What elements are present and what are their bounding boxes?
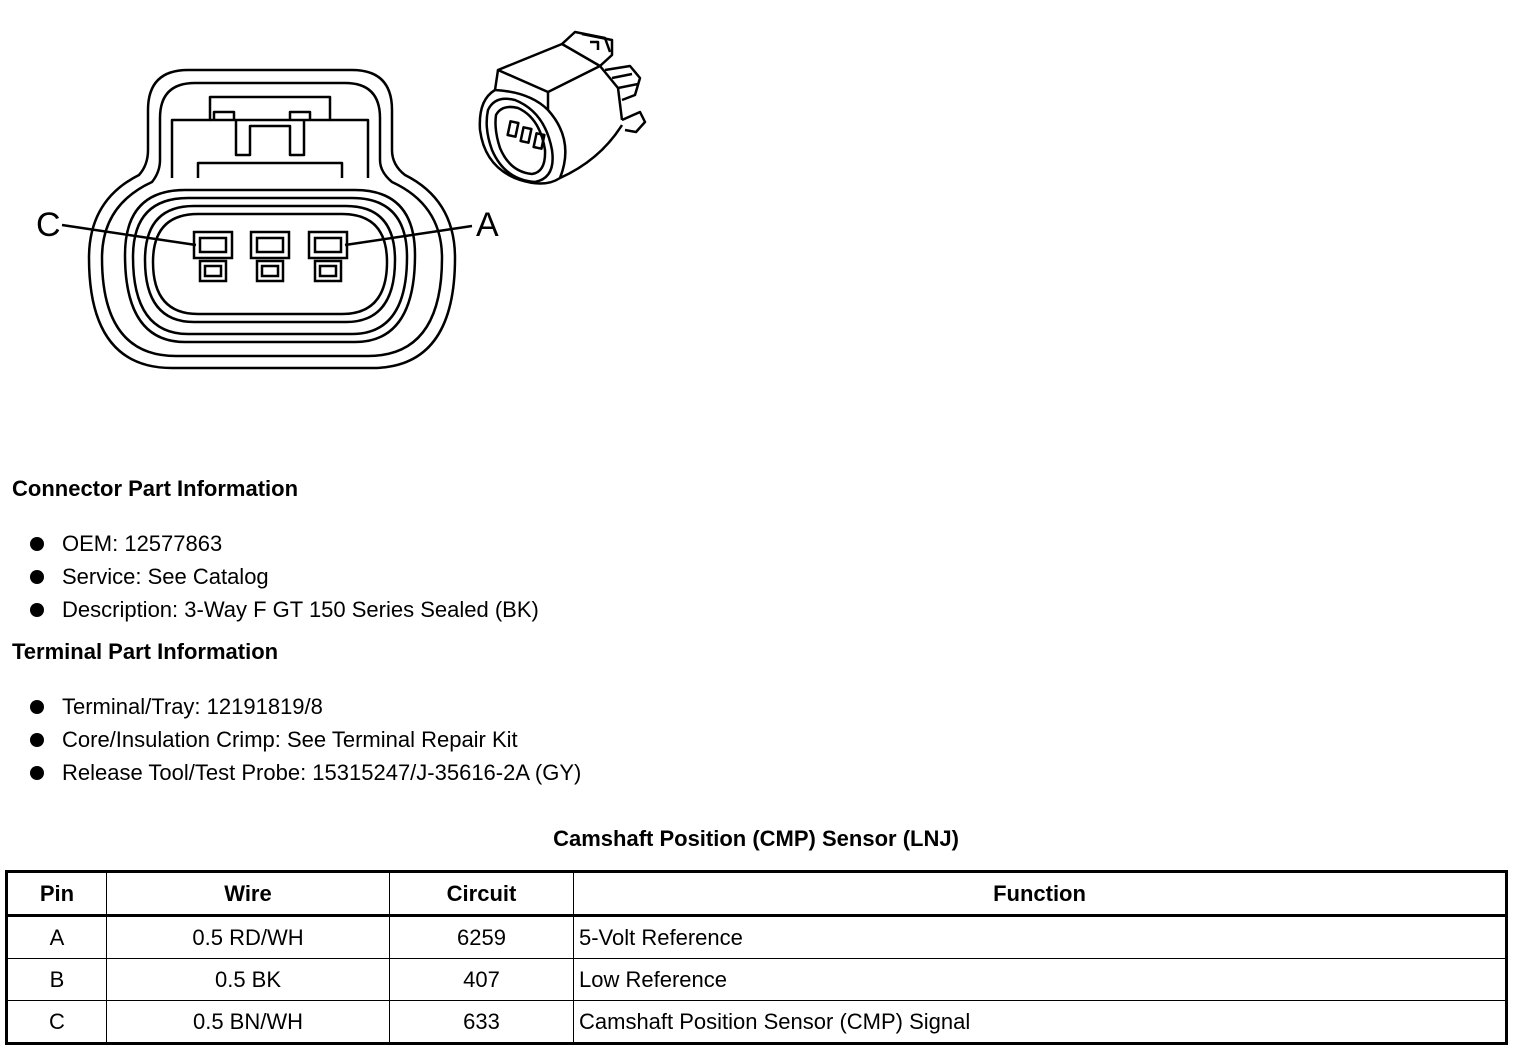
- pin-label-c: C: [36, 206, 61, 244]
- connector-diagram: C A: [36, 30, 647, 370]
- list-item: OEM: 12577863: [28, 527, 539, 560]
- connector-face-view: [87, 68, 457, 370]
- pin-label-a: A: [476, 206, 499, 244]
- list-item: Core/Insulation Crimp: See Terminal Repa…: [28, 723, 581, 756]
- leader-line-a: [344, 224, 473, 247]
- list-item: Service: See Catalog: [28, 560, 539, 593]
- list-item: Description: 3-Way F GT 150 Series Seale…: [28, 593, 539, 626]
- table-title: Camshaft Position (CMP) Sensor (LNJ): [553, 826, 959, 851]
- cavity-b: [249, 230, 291, 283]
- column-header-pin: Pin: [6, 871, 107, 917]
- table-row: A 0.5 RD/WH 6259 5-Volt Reference: [6, 915, 1507, 959]
- list-item: Release Tool/Test Probe: 15315247/J-3561…: [28, 756, 581, 789]
- bullet-icon: [30, 700, 44, 714]
- cell-wire: 0.5 RD/WH: [106, 915, 390, 959]
- cell-circuit: 407: [389, 958, 574, 1001]
- table-row: C 0.5 BN/WH 633 Camshaft Position Sensor…: [6, 1000, 1507, 1044]
- cavity-c: [192, 230, 234, 283]
- bullet-icon: [30, 537, 44, 551]
- cell-circuit: 633: [389, 1000, 574, 1044]
- cell-pin: C: [6, 1000, 107, 1044]
- table-row: B 0.5 BK 407 Low Reference: [6, 958, 1507, 1001]
- leader-line-c: [61, 223, 197, 247]
- cell-function: Low Reference: [573, 958, 1507, 1001]
- terminal-cavities: [192, 230, 349, 283]
- bullet-icon: [30, 603, 44, 617]
- bullet-icon: [30, 570, 44, 584]
- bullet-icon: [30, 766, 44, 780]
- cavity-a: [307, 230, 349, 283]
- terminal-part-info-list: Terminal/Tray: 12191819/8 Core/Insulatio…: [28, 690, 581, 789]
- connector-part-info-list: OEM: 12577863 Service: See Catalog Descr…: [28, 527, 539, 626]
- cell-pin: A: [6, 915, 107, 959]
- column-header-function: Function: [573, 871, 1507, 917]
- pinout-table: Pin Wire Circuit Function A 0.5 RD/WH 62…: [5, 870, 1508, 1045]
- column-header-circuit: Circuit: [389, 871, 574, 917]
- cell-function: Camshaft Position Sensor (CMP) Signal: [573, 1000, 1507, 1044]
- connector-isometric-view: [478, 30, 647, 185]
- column-header-wire: Wire: [106, 871, 390, 917]
- cell-wire: 0.5 BN/WH: [106, 1000, 390, 1044]
- cell-wire: 0.5 BK: [106, 958, 390, 1001]
- bullet-icon: [30, 733, 44, 747]
- connector-part-info-heading: Connector Part Information: [12, 476, 299, 501]
- table-header-row: Pin Wire Circuit Function: [6, 871, 1507, 917]
- cell-pin: B: [6, 958, 107, 1001]
- cell-function: 5-Volt Reference: [573, 915, 1507, 959]
- terminal-part-info-heading: Terminal Part Information: [12, 639, 279, 664]
- cell-circuit: 6259: [389, 915, 574, 959]
- list-item: Terminal/Tray: 12191819/8: [28, 690, 581, 723]
